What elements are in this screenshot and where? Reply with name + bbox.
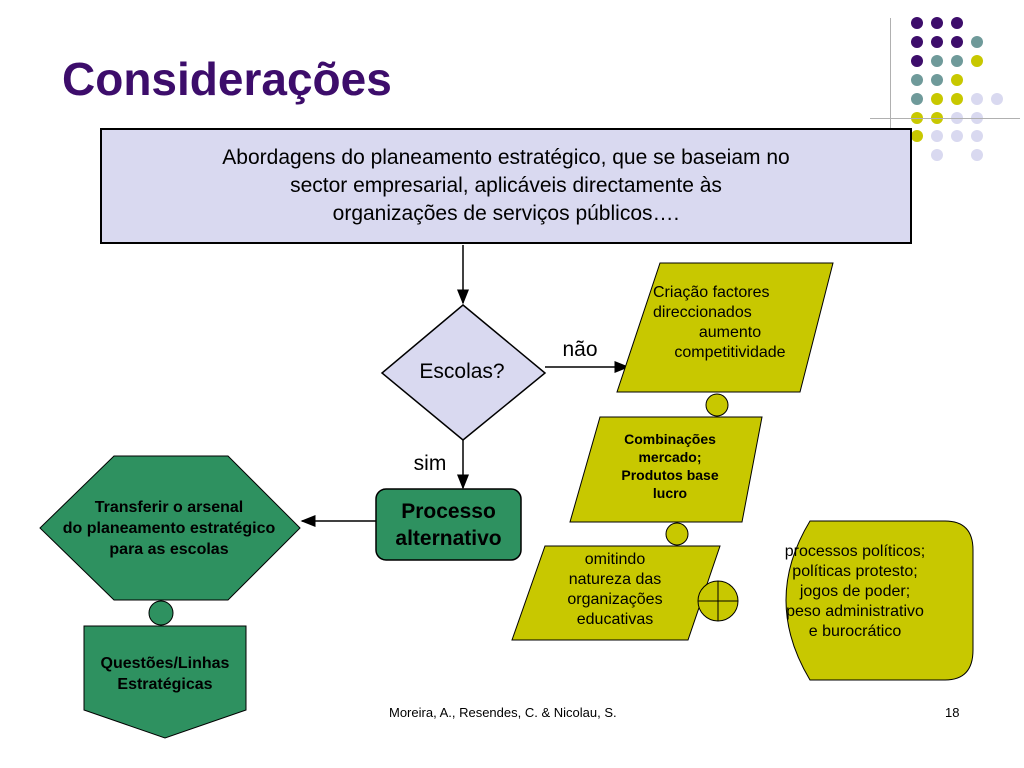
intro-line-1: Abordagens do planeamento estratégico, q… xyxy=(222,146,790,169)
questoes-line-1: Questões/Linhas xyxy=(100,655,230,672)
omitindo-line-3: organizações xyxy=(567,591,663,608)
intro-line-3: organizações de serviços públicos…. xyxy=(332,202,680,225)
connector-circle-3 xyxy=(148,600,174,626)
edge-yes-label: sim xyxy=(413,452,447,475)
omitindo-text: omitindo natureza das organizações educa… xyxy=(530,550,700,630)
processo-label: Processo alternativo xyxy=(376,498,521,552)
transferir-line-2: do planeamento estratégico xyxy=(62,520,276,537)
questoes-offpage-shape xyxy=(83,625,247,739)
combinacoes-line-1: Combinações xyxy=(624,431,716,447)
page-number: 18 xyxy=(945,705,960,720)
decorative-horizontal-rule xyxy=(870,118,1020,119)
transferir-line-3: para as escolas xyxy=(109,541,229,558)
omitindo-line-4: educativas xyxy=(576,611,654,628)
processo-line-1: Processo xyxy=(401,500,496,523)
transferir-text: Transferir o arsenal do planeamento estr… xyxy=(36,497,302,560)
processos-shape xyxy=(785,520,974,681)
combinacoes-line-3: Produtos base xyxy=(621,467,719,483)
omitindo-line-2: natureza das xyxy=(568,571,662,588)
decision-label: Escolas? xyxy=(419,360,505,383)
questoes-line-2: Estratégicas xyxy=(117,676,213,693)
criacao-line-3: aumento xyxy=(698,324,762,341)
footer-credit: Moreira, A., Resendes, C. & Nicolau, S. xyxy=(389,705,617,720)
combinacoes-line-4: lucro xyxy=(652,485,688,501)
criacao-line-4: competitividade xyxy=(674,344,786,361)
transferir-line-1: Transferir o arsenal xyxy=(94,499,244,516)
combinacoes-line-2: mercado; xyxy=(638,449,702,465)
intro-box: Abordagens do planeamento estratégico, q… xyxy=(100,128,912,244)
omitindo-line-1: omitindo xyxy=(584,551,646,568)
summing-junction-icon xyxy=(697,580,739,622)
processos-line-2: políticas protesto; xyxy=(792,563,918,580)
processos-text: processos políticos; políticas protesto;… xyxy=(760,542,950,642)
decorative-dot-grid xyxy=(911,17,1003,161)
combinacoes-text: Combinações mercado; Produtos base lucro xyxy=(590,430,750,502)
criacao-parallelogram xyxy=(616,262,834,393)
decorative-vertical-rule xyxy=(890,18,891,128)
edge-no-label: não xyxy=(562,338,598,361)
criacao-line-2: direccionados xyxy=(653,304,752,321)
omitindo-parallelogram xyxy=(511,545,721,641)
decision-diamond xyxy=(380,304,547,441)
processos-line-3: jogos de poder; xyxy=(799,583,911,600)
combinacoes-parallelogram xyxy=(569,416,763,523)
questoes-text: Questões/Linhas Estratégicas xyxy=(84,653,246,695)
processos-line-1: processos políticos; xyxy=(784,543,926,560)
processo-box xyxy=(375,488,522,561)
criacao-text: Criação factores direccionados aumento c… xyxy=(640,283,820,363)
criacao-line-1: Criação factores xyxy=(653,284,770,301)
connector-circle-2 xyxy=(665,522,689,546)
intro-line-2: sector empresarial, aplicáveis directame… xyxy=(290,174,722,197)
slide-title: Considerações xyxy=(62,53,392,105)
processo-line-2: alternativo xyxy=(395,527,502,550)
processos-line-4: peso administrativo xyxy=(786,603,924,620)
processos-line-5: e burocrático xyxy=(808,623,902,640)
transferir-hexagon xyxy=(39,455,301,601)
connector-circle-1 xyxy=(705,393,729,417)
